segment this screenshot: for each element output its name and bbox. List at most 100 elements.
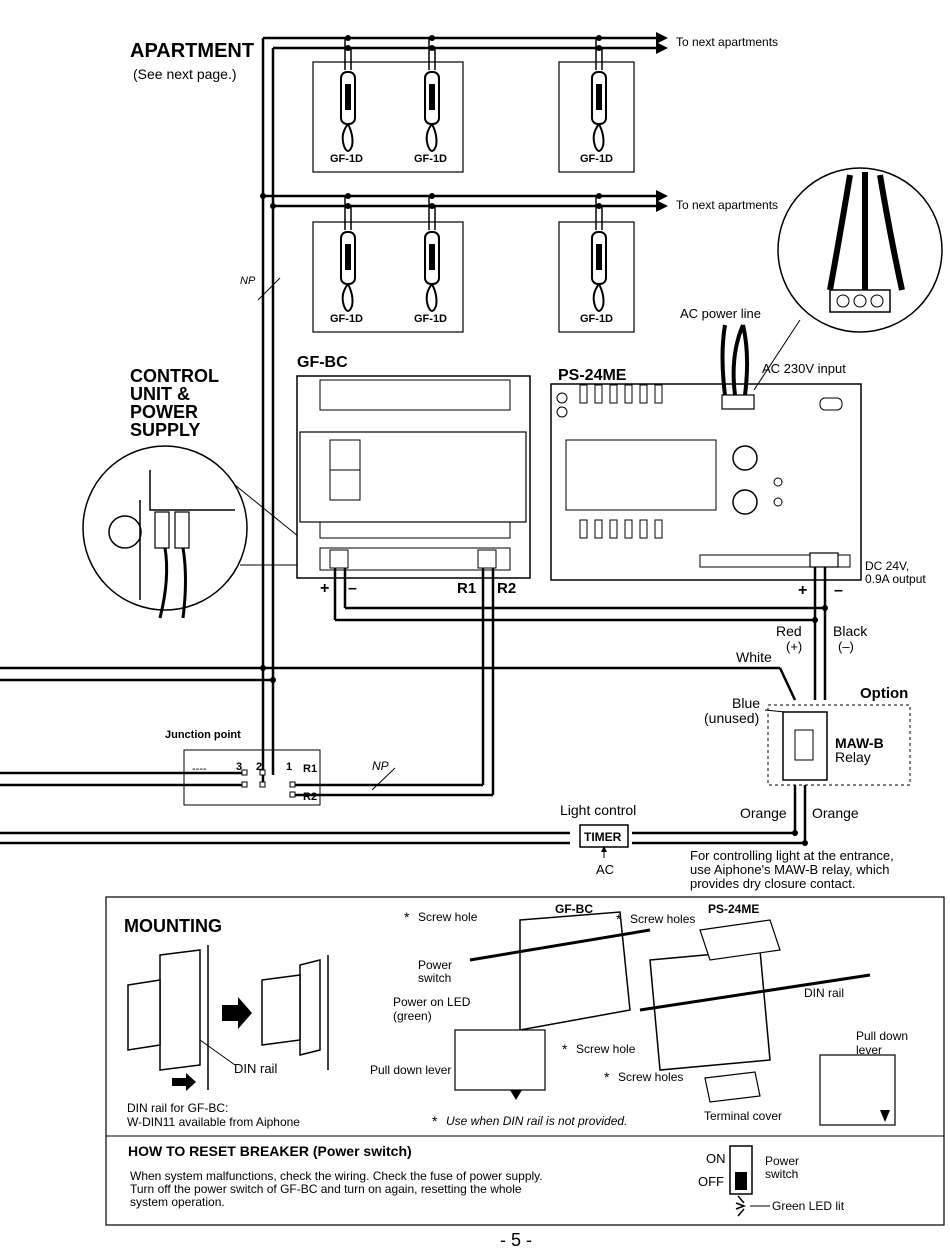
page-number: - 5 - (500, 1230, 532, 1249)
reset-title: HOW TO RESET BREAKER (Power switch) (128, 1143, 412, 1159)
svg-text:UNIT &: UNIT & (130, 384, 190, 404)
wire-black: Black (833, 623, 868, 639)
svg-text:----: ---- (192, 763, 207, 775)
option-relay: Option MAW-B Relay (764, 685, 911, 786)
junction-label: Junction point (165, 729, 241, 741)
reset-power-label: Power (765, 1154, 799, 1168)
bus-lines (261, 36, 658, 785)
din-note-2: W-DIN11 available from Aiphone (127, 1115, 300, 1129)
svg-text:CONTROL: CONTROL (130, 366, 219, 386)
svg-text:1: 1 (286, 761, 292, 773)
handset-label: GF-1D (580, 153, 613, 165)
junction-point: Junction point ---- 3 2 1 R1 R2 NP (165, 729, 396, 806)
control-unit-title: CONTROL UNIT & POWER SUPPLY (130, 366, 219, 440)
junction-np: NP (372, 759, 389, 773)
ps24me-plus: + (798, 582, 807, 599)
handset-label: GF-1D (330, 153, 363, 165)
handset-icon (591, 71, 607, 152)
light-control-label: Light control (560, 802, 636, 818)
relay-name: MAW-B (835, 735, 884, 751)
terminal-zoom-detail (82, 445, 326, 619)
to-next-apartments-2: To next apartments (676, 198, 778, 212)
light-note-1: For controlling light at the entrance, (690, 848, 894, 863)
green-led-label: Green LED lit (772, 1199, 845, 1213)
light-note-2: use Aiphone's MAW-B relay, which (690, 862, 890, 877)
handset-label: GF-1D (414, 313, 447, 325)
handset-icon (424, 231, 440, 312)
screw-holes-label-1: Screw holes (630, 912, 695, 926)
ac-power-line-label: AC power line (680, 306, 761, 321)
din-note-1: DIN rail for GF-BC: (127, 1101, 228, 1115)
gfbc-r2: R2 (497, 580, 516, 597)
mount-gfbc-label: GF-BC (555, 902, 593, 916)
gfbc-unit: GF-BC + – R1 R2 (296, 354, 531, 597)
svg-text:*: * (404, 909, 410, 925)
wire-orange-left: Orange (740, 805, 787, 821)
timer-label: TIMER (584, 830, 622, 844)
reset-line-3: system operation. (130, 1195, 225, 1209)
reset-line-1: When system malfunctions, check the wiri… (130, 1169, 543, 1183)
option-label: Option (860, 685, 908, 702)
wire-red-sign: (+) (786, 639, 802, 654)
din-use-note: Use when DIN rail is not provided. (446, 1114, 627, 1128)
svg-text:POWER: POWER (130, 402, 198, 422)
handset-icon (424, 71, 440, 152)
svg-text:R2: R2 (303, 791, 317, 803)
timer-ac: AC (596, 862, 614, 877)
power-led-label-1: Power on LED (393, 995, 471, 1009)
wire-white: White (736, 649, 772, 665)
svg-text:3: 3 (236, 761, 242, 773)
screw-hole-label-2: Screw hole (576, 1042, 636, 1056)
svg-text:*: * (432, 1113, 438, 1129)
light-control: Light control TIMER AC For controlling l… (560, 802, 894, 891)
ps24me-label: PS-24ME (558, 367, 627, 384)
svg-text:*: * (616, 911, 622, 927)
gfbc-r1: R1 (457, 580, 476, 597)
svg-text:SUPPLY: SUPPLY (130, 420, 200, 440)
screw-holes-label-2: Screw holes (618, 1070, 683, 1084)
handset-icon (340, 71, 356, 152)
svg-text:R1: R1 (303, 763, 317, 775)
dc-output-label-2: 0.9A output (865, 572, 926, 586)
ac-power-zoom (720, 167, 943, 396)
handset-label: GF-1D (580, 313, 613, 325)
ps24me-unit: PS-24ME + – DC 24V, 0.9A output (550, 367, 926, 599)
power-led-label-2: (green) (393, 1009, 432, 1023)
pull-down-label-1: Pull down (856, 1029, 908, 1043)
dc-output-label: DC 24V, (865, 559, 909, 573)
to-next-apartments-1: To next apartments (676, 35, 778, 49)
mount-power-switch-2: switch (418, 971, 451, 985)
apartment-title: APARTMENT (130, 40, 254, 62)
screw-hole-label-1: Screw hole (418, 910, 478, 924)
svg-text:*: * (562, 1041, 568, 1057)
handset-icon (591, 231, 607, 312)
switch-off-label: OFF (698, 1174, 724, 1189)
handset-icon (340, 231, 356, 312)
wire-red: Red (776, 623, 802, 639)
terminal-cover-label: Terminal cover (704, 1109, 782, 1123)
handset-label: GF-1D (414, 153, 447, 165)
din-rail-label: DIN rail (234, 1061, 277, 1076)
gfbc-minus: – (348, 580, 357, 597)
gfbc-label: GF-BC (297, 354, 348, 371)
ps24me-minus: – (834, 582, 843, 599)
light-note-3: provides dry closure contact. (690, 876, 855, 891)
mounting-title: MOUNTING (124, 916, 222, 936)
wire-unused: (unused) (704, 710, 759, 726)
switch-on-label: ON (706, 1151, 726, 1166)
reset-switch-label: switch (765, 1167, 798, 1181)
reset-section: HOW TO RESET BREAKER (Power switch) When… (128, 1143, 845, 1217)
mounting-panel: MOUNTING DIN rail DIN rail for GF-BC: W-… (105, 896, 945, 1226)
wire-black-sign: (–) (838, 639, 854, 654)
mount-ps24me-label: PS-24ME (708, 902, 759, 916)
pull-down-label-2: lever (856, 1043, 882, 1057)
apartment-row-2: GF-1D GF-1D GF-1D (312, 196, 635, 333)
handset-label: GF-1D (330, 313, 363, 325)
wire-blue: Blue (732, 695, 760, 711)
led-icon (735, 1195, 747, 1217)
wire-orange-right: Orange (812, 805, 859, 821)
np-label: NP (240, 275, 256, 287)
ac-input-label: AC 230V input (762, 361, 846, 376)
mount-power-switch-1: Power (418, 958, 452, 972)
